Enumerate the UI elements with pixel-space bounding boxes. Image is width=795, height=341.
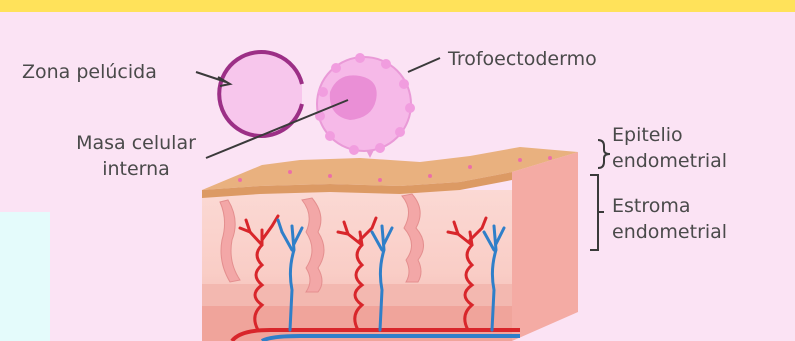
zona-pelucida-label: Zona pelúcida <box>22 59 157 85</box>
masa-celular-label: Masa celular interna <box>48 130 224 182</box>
epitelio-line-2: endometrial <box>612 148 727 174</box>
masa-celular-line-2: interna <box>48 156 224 182</box>
epitelio-bracket <box>598 140 610 168</box>
trofoectodermo-label: Trofoectodermo <box>448 46 597 72</box>
estroma-line-1: Estroma <box>612 193 727 219</box>
masa-celular-line-1: Masa celular <box>48 130 224 156</box>
trofoectodermo-pointer <box>408 58 440 72</box>
estroma-line-2: endometrial <box>612 219 727 245</box>
blastocyst <box>315 53 415 158</box>
epitelio-line-1: Epitelio <box>612 122 727 148</box>
tissue-side-face <box>512 152 578 341</box>
epitelio-endometrial-label: Epitelio endometrial <box>612 122 727 174</box>
estroma-endometrial-label: Estroma endometrial <box>612 193 727 245</box>
estroma-bracket <box>590 175 604 250</box>
